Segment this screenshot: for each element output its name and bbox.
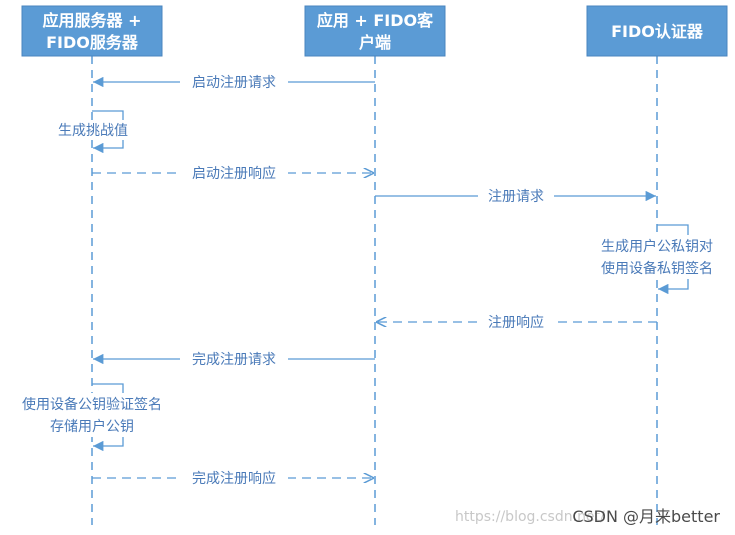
message-label: 启动注册响应 [192, 165, 276, 182]
actor-app-server: 应用服务器 + FIDO服务器 [21, 5, 163, 57]
message-registration-request: 注册请求 [375, 186, 656, 206]
self-note-line: 生成用户公私钥对 [601, 238, 713, 255]
actor-client-line2: 户端 [359, 33, 391, 52]
self-note-generate-challenge: 生成挑战值 [48, 110, 140, 154]
message-finish-registration-response: 完成注册响应 [92, 468, 374, 488]
message-label: 注册响应 [488, 314, 544, 331]
self-note-line: 生成挑战值 [58, 123, 128, 139]
watermark-label: CSDN @月来better [572, 507, 720, 526]
actor-app-server-line2: FIDO服务器 [46, 33, 139, 52]
message-label: 启动注册请求 [192, 75, 276, 91]
watermark: https://blog.csdn.net/ CSDN @月来better [455, 507, 720, 526]
actor-client: 应用 + FIDO客 户端 [304, 5, 446, 57]
self-note-line: 使用设备私钥签名 [601, 260, 713, 277]
message-start-registration-request: 启动注册请求 [93, 72, 375, 92]
actor-app-server-line1: 应用服务器 + [43, 11, 142, 30]
self-note-line: 存储用户公钥 [50, 418, 134, 435]
message-start-registration-response: 启动注册响应 [92, 163, 374, 183]
self-note-generate-keypair: 生成用户公私钥对 使用设备私钥签名 [588, 224, 726, 295]
message-registration-response: 注册响应 [376, 312, 657, 332]
watermark-url: https://blog.csdn.net/ [455, 509, 605, 525]
actor-authenticator: FIDO认证器 [586, 5, 728, 57]
actor-client-line1: 应用 + FIDO客 [317, 11, 434, 30]
message-finish-registration-request: 完成注册请求 [93, 349, 375, 369]
actor-authenticator-label: FIDO认证器 [611, 22, 704, 41]
message-label: 完成注册请求 [192, 352, 276, 368]
message-label: 完成注册响应 [192, 470, 276, 487]
message-label: 注册请求 [488, 189, 544, 205]
self-note-line: 使用设备公钥验证签名 [22, 396, 162, 413]
self-note-verify-signature: 使用设备公钥验证签名 存储用户公钥 [6, 383, 178, 452]
